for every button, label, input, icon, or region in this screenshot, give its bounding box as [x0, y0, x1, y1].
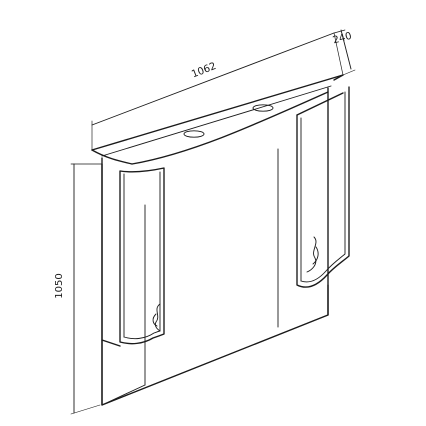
left-lower-base — [101, 384, 146, 406]
right-door-handle-detail — [312, 246, 319, 265]
depth-extension-front — [342, 69, 356, 76]
light-fixture-left-icon — [183, 130, 205, 138]
depth-dimension: 240 — [332, 29, 356, 76]
height-extension-bottom — [70, 404, 101, 415]
right-cabinet — [296, 86, 350, 288]
left-door-handle-detail — [152, 313, 158, 327]
right-cabinet-door — [296, 86, 350, 288]
depth-extension-back — [333, 29, 346, 34]
mirror-panel-outline — [101, 87, 329, 406]
left-cabinet — [101, 163, 165, 347]
crown-front-edge — [91, 74, 344, 151]
left-cabinet-door — [119, 167, 165, 345]
crown-right-corner — [333, 74, 344, 81]
width-extension-right — [333, 32, 344, 76]
right-door-handle-icon — [306, 236, 317, 273]
light-fixture-right-icon — [252, 104, 274, 112]
lower-edges — [101, 284, 329, 406]
height-label: 1050 — [54, 273, 65, 298]
crown-top-line — [101, 85, 332, 157]
right-cabinet-top — [296, 92, 344, 116]
width-label: 1062 — [190, 61, 218, 81]
right-door-inner-frame — [300, 91, 346, 283]
left-door-inner-frame — [123, 171, 161, 340]
top-crown — [91, 74, 344, 165]
depth-dimension-line — [340, 29, 352, 70]
left-door-handle-icon — [154, 303, 161, 332]
crown-underside — [131, 91, 329, 165]
bottom-edge — [101, 314, 329, 406]
depth-label: 240 — [332, 31, 353, 47]
width-dimension-line — [91, 32, 335, 126]
crown-left-front-curve — [91, 149, 133, 165]
back-panel — [101, 87, 329, 406]
height-dimension: 1050 — [54, 163, 103, 415]
